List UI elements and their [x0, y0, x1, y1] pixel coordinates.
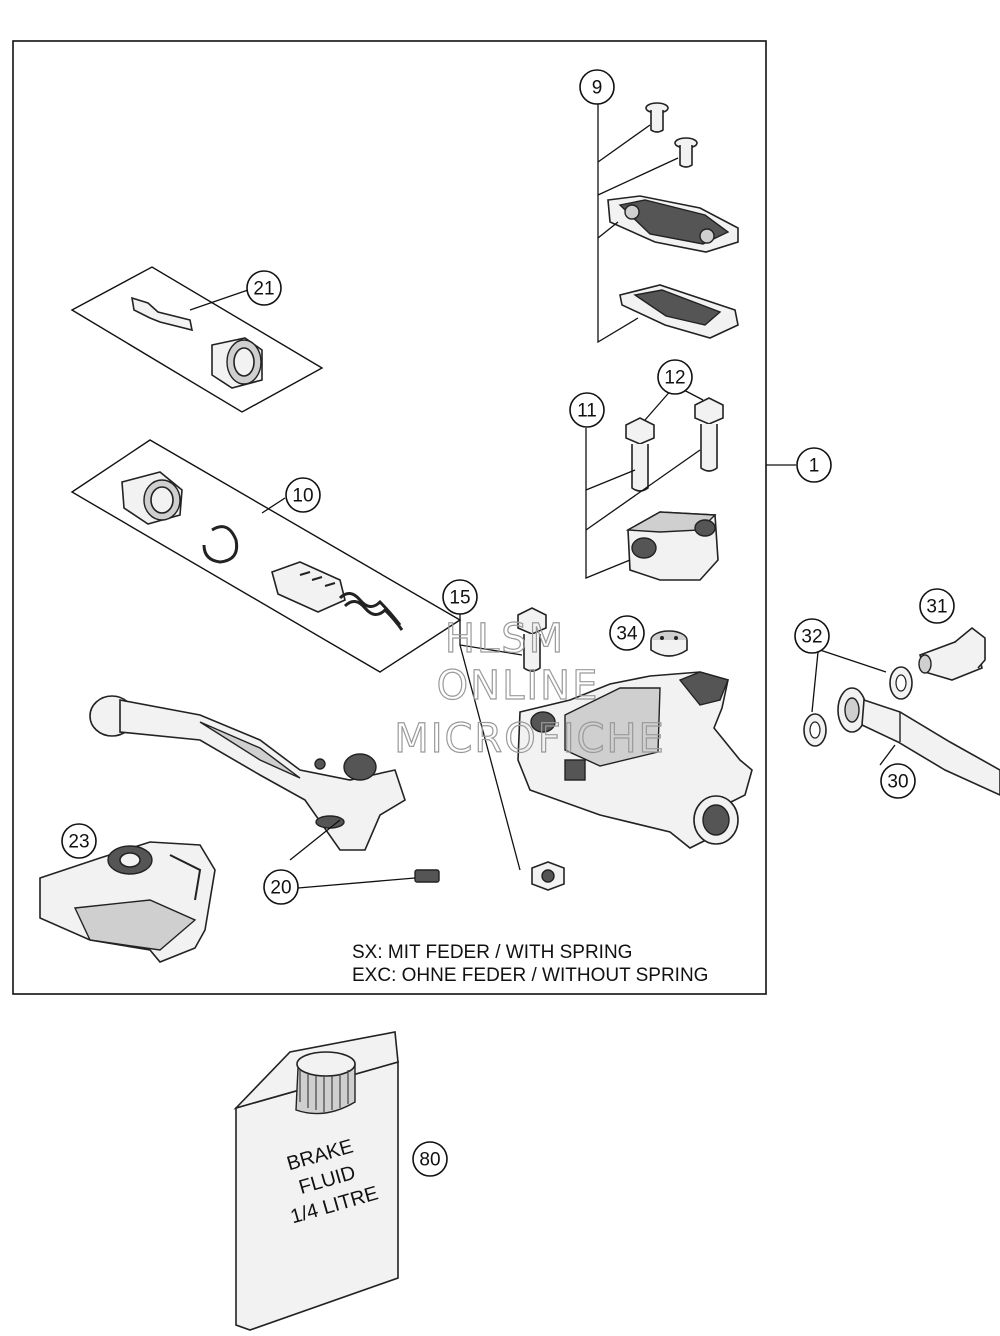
- callout-31: 31: [919, 588, 955, 624]
- callout-80: 80: [412, 1141, 448, 1177]
- part-21-kit: [70, 266, 324, 413]
- callout-30: 30: [880, 763, 916, 799]
- callout-23: 23: [61, 823, 97, 859]
- part-31-banjo-bolt: [918, 626, 986, 681]
- callout-12: 12: [657, 359, 693, 395]
- part-9-reservoir-cover-group: [597, 100, 739, 344]
- part-32-sealing-washers: [803, 649, 913, 747]
- part-15-nut: [531, 861, 565, 891]
- reservoir-diaphragm: [619, 284, 739, 339]
- svg-text:10: 10: [292, 486, 313, 507]
- svg-text:9: 9: [592, 78, 603, 99]
- note-line-1: SX: MIT FEDER / WITH SPRING: [352, 942, 632, 963]
- part-10-kit: [70, 439, 462, 673]
- push-rod: [130, 296, 194, 332]
- callout-34: 34: [609, 615, 645, 651]
- callout-15: 15: [442, 579, 478, 615]
- svg-text:12: 12: [664, 368, 685, 389]
- callout-9: 9: [579, 69, 615, 105]
- svg-text:20: 20: [270, 878, 291, 899]
- part-34-cap-seal: [650, 630, 688, 657]
- spring-note: SX: MIT FEDER / WITH SPRING EXC: OHNE FE…: [352, 942, 708, 986]
- svg-text:32: 32: [801, 627, 822, 648]
- part-23-lever-cover: [39, 841, 216, 963]
- piston-seal: [121, 471, 183, 525]
- circlip: [202, 525, 239, 564]
- part-20-adjuster-screw: [289, 819, 440, 889]
- svg-text:31: 31: [926, 597, 947, 618]
- kit-outline: [70, 439, 462, 673]
- part-30-brake-line: [837, 687, 1000, 796]
- note-line-2: EXC: OHNE FEDER / WITHOUT SPRING: [352, 965, 708, 986]
- svg-text:15: 15: [449, 588, 470, 609]
- svg-text:ONLINE: ONLINE: [437, 663, 600, 709]
- svg-text:21: 21: [253, 279, 274, 300]
- svg-text:30: 30: [887, 772, 908, 793]
- callout-21: 21: [246, 270, 282, 306]
- kit-outline: [70, 266, 324, 413]
- callout-20: 20: [263, 869, 299, 905]
- reservoir-cap: [607, 195, 739, 253]
- assembly-frame: [12, 40, 767, 995]
- clamp-bolt: [694, 397, 724, 472]
- svg-text:MICROFICHE: MICROFICHE: [394, 716, 666, 762]
- svg-text:1: 1: [809, 456, 820, 477]
- clamp-bolt: [625, 417, 655, 492]
- part-12-clamp-bolts: [625, 387, 724, 492]
- part-11-handlebar-clamp: [585, 428, 719, 581]
- piston-spring: [271, 561, 404, 631]
- svg-text:34: 34: [616, 624, 638, 645]
- callout-11: 11: [569, 392, 605, 428]
- part-80-brake-fluid-bottle: BRAKE FLUID 1/4 LITRE: [233, 1031, 399, 1331]
- brake-lever: [89, 695, 406, 851]
- cover-screw: [674, 137, 698, 168]
- svg-text:23: 23: [68, 832, 89, 853]
- svg-text:80: 80: [419, 1150, 440, 1171]
- dust-boot: [211, 337, 263, 389]
- watermark: HLSM ONLINE MICROFICHE: [394, 615, 666, 762]
- svg-text:11: 11: [577, 401, 597, 422]
- part-15-pivot-bolt: [459, 607, 547, 871]
- svg-text:HLSM: HLSM: [445, 616, 565, 662]
- cover-screw: [645, 102, 669, 133]
- callout-10: 10: [285, 477, 321, 513]
- callout-1: 1: [796, 447, 832, 483]
- callout-32: 32: [794, 618, 830, 654]
- master-cylinder-body: [517, 671, 753, 849]
